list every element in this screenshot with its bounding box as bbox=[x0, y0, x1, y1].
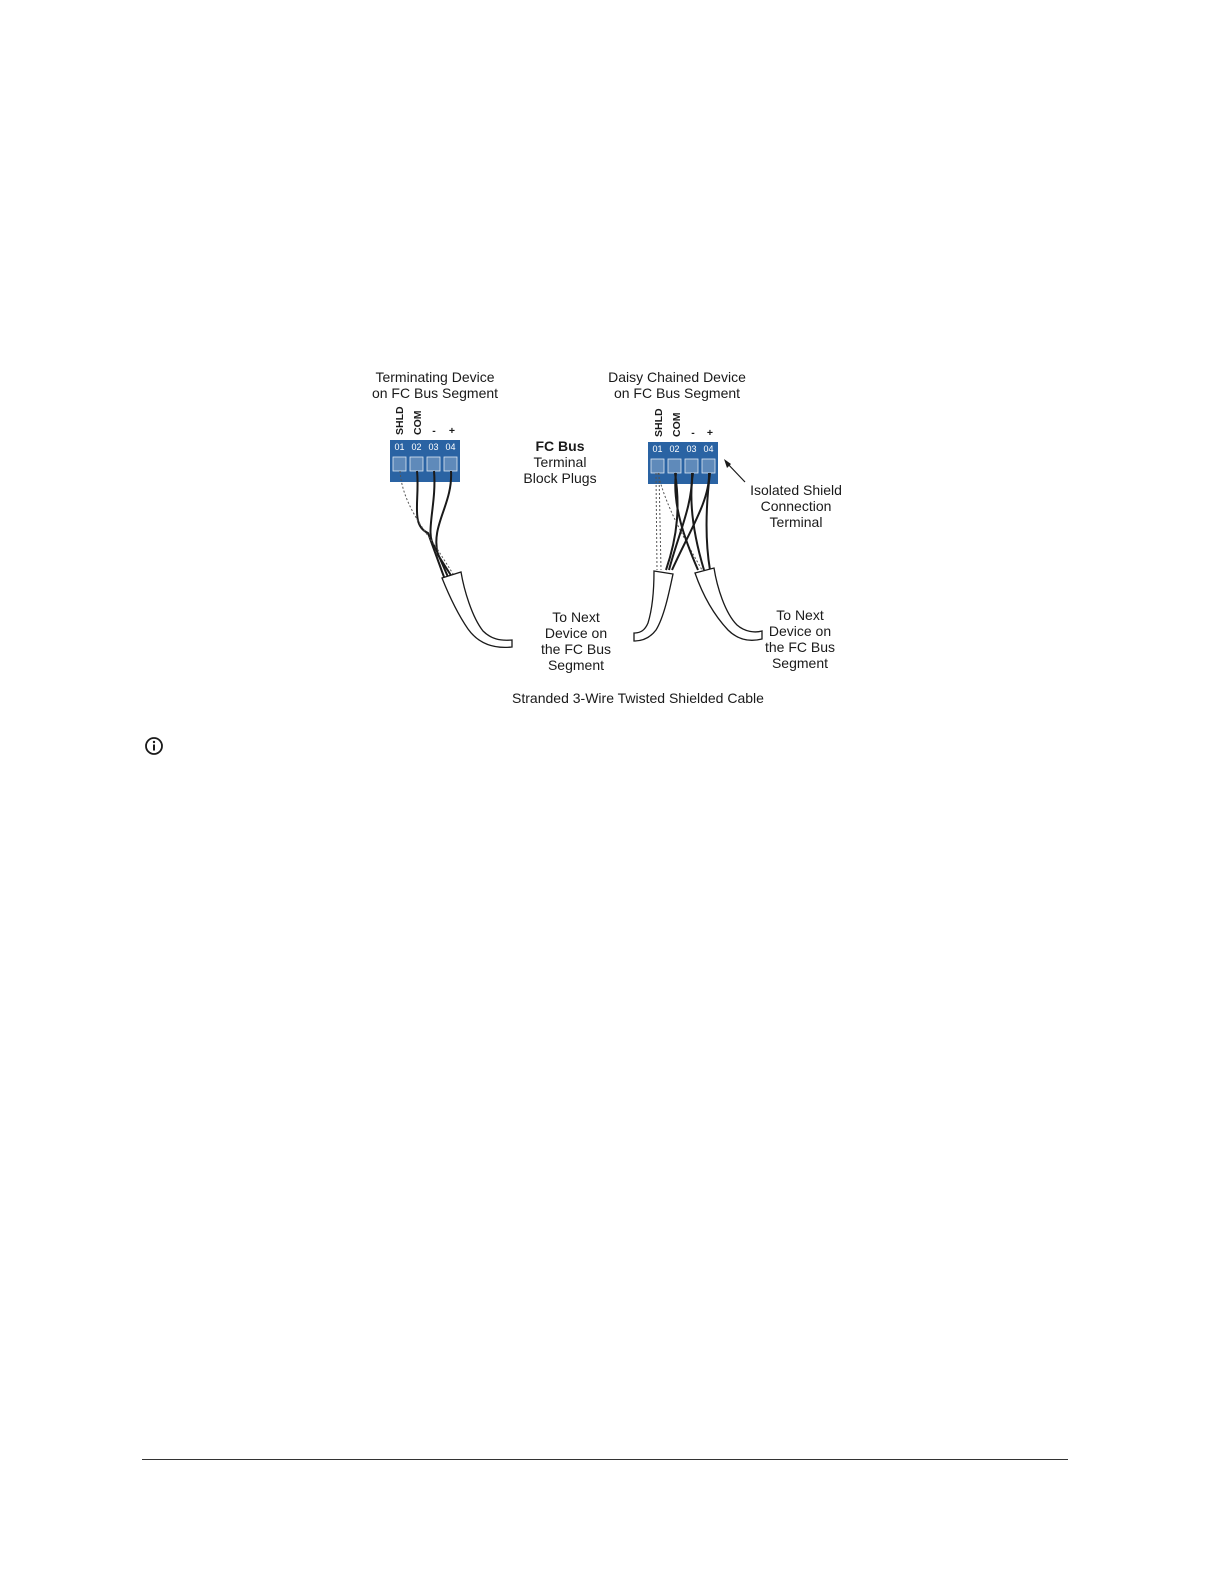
left-terminal-name-plus: + bbox=[449, 425, 455, 437]
left-terminal-name-minus: - bbox=[432, 425, 436, 437]
next-device-left-line3: the FC Bus bbox=[541, 641, 611, 657]
left-screw-01 bbox=[392, 456, 407, 472]
left-terminal-num-01: 01 bbox=[394, 442, 404, 452]
left-cable-jacket bbox=[441, 571, 513, 649]
right-terminal-block bbox=[648, 442, 718, 484]
right-terminal-num-03: 03 bbox=[686, 444, 696, 454]
info-circle-icon bbox=[144, 736, 164, 756]
left-screw-02 bbox=[409, 456, 424, 472]
fc-bus-subtitle-line2: Block Plugs bbox=[523, 470, 596, 486]
right-terminal-num-04: 04 bbox=[703, 444, 713, 454]
fc-bus-wiring-diagram: Terminating Device on FC Bus Segment Dai… bbox=[372, 369, 842, 706]
right-shield-drain-b bbox=[658, 472, 662, 571]
left-terminal-num-03: 03 bbox=[428, 442, 438, 452]
right-cable-jacket-a bbox=[633, 570, 674, 642]
next-device-right-line2: Device on bbox=[769, 623, 831, 639]
isolated-shield-label-line2: Connection bbox=[761, 498, 832, 514]
left-terminal-block bbox=[390, 440, 460, 482]
right-terminal-name-shld: SHLD bbox=[653, 408, 665, 437]
left-wire-plus bbox=[435, 470, 453, 578]
right-cable-jacket-b bbox=[694, 567, 763, 641]
left-wire-minus bbox=[429, 470, 449, 578]
left-wire-com bbox=[415, 470, 445, 578]
right-screw-03 bbox=[684, 458, 699, 474]
left-terminal-name-com: COM bbox=[412, 410, 424, 435]
right-screw-02 bbox=[667, 458, 682, 474]
right-wire-plus-b bbox=[705, 472, 711, 571]
next-device-right-line4: Segment bbox=[772, 655, 828, 671]
isolated-shield-label-line1: Isolated Shield bbox=[750, 482, 842, 498]
right-screw-01 bbox=[650, 458, 665, 474]
figure-caption: Stranded 3-Wire Twisted Shielded Cable bbox=[512, 690, 764, 706]
next-device-right-line1: To Next bbox=[776, 607, 824, 623]
left-terminal-num-02: 02 bbox=[411, 442, 421, 452]
right-screw-04 bbox=[701, 458, 716, 474]
next-device-left-line2: Device on bbox=[545, 625, 607, 641]
isolated-shield-arrowhead bbox=[724, 459, 731, 468]
wiring-figure: Terminating Device on FC Bus Segment Dai… bbox=[360, 365, 860, 710]
fc-bus-title: FC Bus bbox=[536, 438, 585, 454]
right-device-label-line1: Daisy Chained Device bbox=[608, 369, 746, 385]
left-terminal-name-shld: SHLD bbox=[394, 406, 406, 435]
next-device-right-line3: the FC Bus bbox=[765, 639, 835, 655]
next-device-left-line4: Segment bbox=[548, 657, 604, 673]
footer-divider bbox=[142, 1459, 1068, 1460]
left-device-label-line1: Terminating Device bbox=[375, 369, 494, 385]
right-shield-drain-a bbox=[655, 472, 658, 571]
right-terminal-name-plus: + bbox=[707, 427, 713, 439]
right-terminal-name-minus: - bbox=[691, 427, 695, 439]
right-terminal-name-com: COM bbox=[671, 412, 683, 437]
left-device-label-line2: on FC Bus Segment bbox=[372, 385, 498, 401]
right-terminal-num-01: 01 bbox=[652, 444, 662, 454]
isolated-shield-label-line3: Terminal bbox=[770, 514, 823, 530]
right-wire-com-b bbox=[674, 472, 699, 571]
right-terminal-num-02: 02 bbox=[669, 444, 679, 454]
next-device-left-line1: To Next bbox=[552, 609, 600, 625]
left-screw-04 bbox=[443, 456, 458, 472]
left-terminal-num-04: 04 bbox=[445, 442, 455, 452]
left-screw-03 bbox=[426, 456, 441, 472]
right-wire-minus-b bbox=[690, 472, 705, 571]
fc-bus-subtitle-line1: Terminal bbox=[534, 454, 587, 470]
right-device-label-line2: on FC Bus Segment bbox=[614, 385, 740, 401]
left-shield-drain bbox=[399, 470, 456, 578]
